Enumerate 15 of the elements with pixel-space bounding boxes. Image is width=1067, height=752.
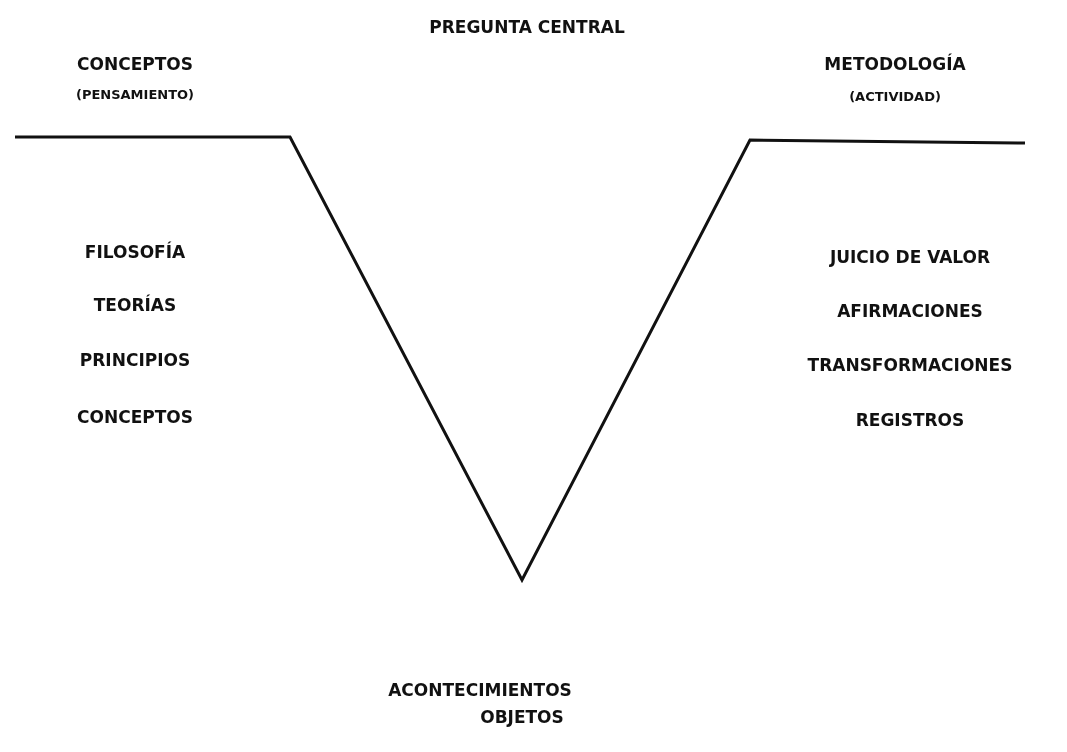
item-label: REGISTROS xyxy=(855,411,965,430)
column-subheading: (ACTIVIDAD) xyxy=(849,90,941,105)
item-label: FILOSOFÍA xyxy=(84,243,186,262)
item-label: TRANSFORMACIONES xyxy=(807,356,1013,375)
item-label: CONCEPTOS xyxy=(77,408,193,427)
base-label: OBJETOS xyxy=(480,708,564,727)
column-subheading: (PENSAMIENTO) xyxy=(75,88,195,103)
item-label: PRINCIPIOS xyxy=(79,351,191,370)
item-label: TEORÍAS xyxy=(93,296,177,315)
item-label: JUICIO DE VALOR xyxy=(829,248,991,267)
central-question-heading: PREGUNTA CENTRAL xyxy=(429,18,625,37)
column-heading: METODOLOGÍA xyxy=(824,55,966,74)
item-label: AFIRMACIONES xyxy=(837,302,983,321)
column-heading: CONCEPTOS xyxy=(77,55,193,74)
base-label: ACONTECIMIENTOS xyxy=(388,681,572,700)
